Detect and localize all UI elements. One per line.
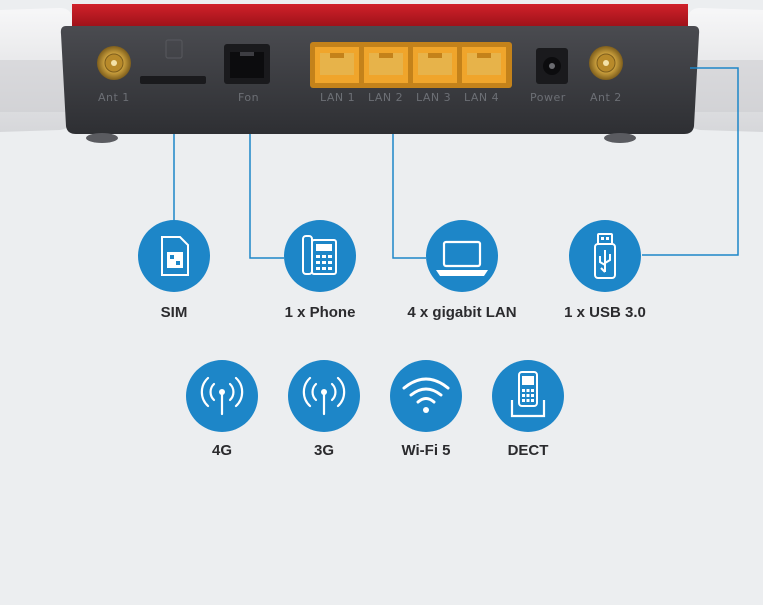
feature-usb [569, 220, 641, 292]
feature-dect [492, 360, 564, 432]
antenna-1-connector [97, 46, 131, 80]
lan-port-2 [364, 47, 408, 83]
antenna-signal-icon [302, 376, 346, 416]
sim-symbol [165, 39, 183, 59]
port-label-lan2: LAN 2 [368, 91, 404, 104]
lan-port-1 [315, 47, 359, 83]
port-label-lan1: LAN 1 [320, 91, 356, 104]
port-label-ant1: Ant 1 [98, 91, 130, 104]
antenna-signal-icon [200, 376, 244, 416]
feature-label-4g: 4G [211, 442, 232, 459]
port-label-lan4: LAN 4 [464, 91, 500, 104]
feature-label-lan: 4 x gigabit LAN [407, 304, 517, 321]
desk-phone-icon [302, 235, 337, 275]
phone-port [224, 44, 270, 84]
usb-stick-icon [594, 233, 616, 279]
feature-label-phone: 1 x Phone [284, 304, 356, 321]
laptop-icon [436, 240, 488, 276]
feature-sim [138, 220, 210, 292]
lan-port-4 [462, 47, 506, 83]
feature-label-sim: SIM [160, 304, 188, 321]
line-usb [642, 67, 739, 256]
router-foot-right [604, 133, 636, 143]
feature-label-3g: 3G [313, 442, 334, 459]
feature-4g [186, 360, 258, 432]
wifi-circle [390, 360, 462, 432]
cordless-phone-icon [510, 371, 546, 418]
feature-label-dect: DECT [507, 442, 549, 459]
power-port [536, 48, 568, 84]
lan-port-3 [413, 47, 457, 83]
feature-lan [426, 220, 498, 292]
feature-label-wifi: Wi-Fi 5 [401, 442, 451, 459]
feature-3g [288, 360, 360, 432]
sim-card-icon [161, 236, 189, 276]
sim-slot [140, 76, 206, 84]
router-foot-left [86, 133, 118, 143]
wifi-icon [402, 377, 450, 413]
line-phone [249, 134, 284, 259]
line-lan [392, 134, 426, 259]
router-device [0, 4, 763, 143]
feature-phone [284, 220, 356, 292]
connector-lines [173, 67, 739, 259]
port-label-fon: Fon [238, 91, 260, 104]
port-label-ant2: Ant 2 [590, 91, 622, 104]
feature-label-usb: 1 x USB 3.0 [564, 304, 646, 321]
antenna-2-connector [589, 46, 623, 80]
port-label-lan3: LAN 3 [416, 91, 452, 104]
feature-wifi [390, 360, 462, 432]
lan-circle [426, 220, 498, 292]
lan-ports [310, 42, 512, 88]
port-label-power: Power [530, 91, 566, 104]
